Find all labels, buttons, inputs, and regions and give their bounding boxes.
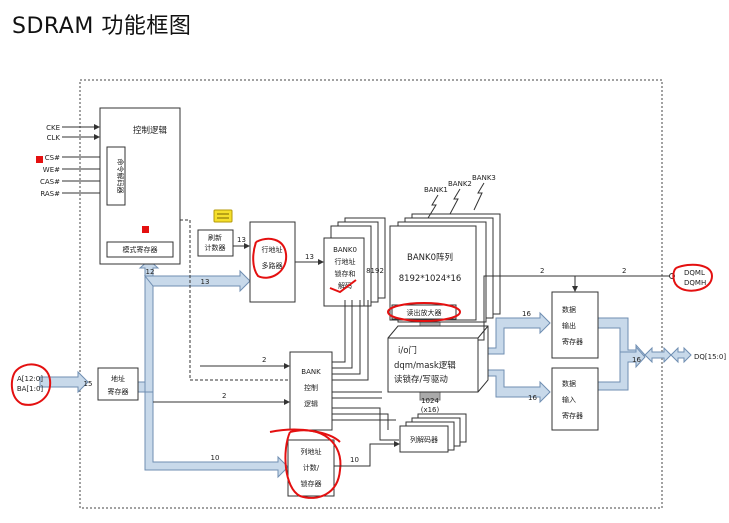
dqm-path: 2 2 DQML DQMH DQ[15:0]	[478, 263, 726, 361]
mode-register-label: 模式寄存器	[123, 245, 158, 254]
bus-width-8192: 8192	[366, 267, 384, 275]
row-mux-block: 行地址 多路器 13 13	[201, 221, 324, 303]
row-dec-label-2: 行地址	[335, 257, 356, 266]
bus-width-ctrl: 12	[146, 268, 155, 276]
bus-width-data-out: 16	[522, 310, 531, 318]
address-register-label-2: 寄存器	[108, 387, 129, 396]
refresh-counter-label-2: 计数器	[205, 243, 226, 252]
row-dec-label-1: BANK0	[333, 246, 357, 254]
bank1-label: BANK1	[424, 186, 448, 194]
chip-boundary	[79, 79, 663, 509]
bank2-label: BANK2	[448, 180, 472, 188]
bank-array-label: BANK0阵列	[407, 252, 453, 263]
bus-width-bank-a: 2	[262, 356, 266, 364]
note-icon	[213, 209, 233, 223]
column-decoder-block: 列解码器	[399, 413, 467, 453]
pin-cke: CKE	[46, 124, 60, 132]
column-latch-block: 列地址 计数/ 锁存器 10 10	[211, 429, 400, 499]
bank-array-block: BANK0阵列 8192*1024*16 读出放大器 16384 BANK1 B…	[387, 174, 501, 335]
column-latch-label-2: 计数/	[303, 463, 320, 472]
bus-width-dqm-a: 2	[540, 267, 544, 275]
data-out-label-1: 数据	[562, 305, 576, 314]
control-logic-label: 控制逻辑	[133, 125, 168, 136]
bus-width-addr: 15	[84, 380, 93, 388]
wide-buses	[39, 259, 692, 479]
bus-width-bank-b: 2	[222, 392, 226, 400]
page-title: SDRAM 功能框图	[12, 14, 192, 39]
bank-control-block: BANK 控制 逻辑 2 2	[153, 300, 399, 443]
io-gate-label-1: i/o门	[398, 345, 417, 356]
annotation-tick	[329, 279, 357, 294]
sense-amp-label: 读出放大器	[407, 308, 442, 317]
address-register-label-1: 地址	[111, 374, 125, 383]
row-mux-label-1: 行地址	[262, 245, 283, 254]
bank-row-decoder-block: BANK0 行地址 锁存和 解码 8192	[323, 217, 386, 307]
row-dec-label-4: 解码	[338, 281, 352, 290]
pin-clk: CLK	[47, 134, 61, 142]
bus-width-col-latch: 10	[350, 456, 359, 464]
addr-signal-a: A[12:0]	[17, 375, 43, 383]
pin-ras: RAS#	[40, 190, 60, 198]
data-in-label-1: 数据	[562, 379, 576, 388]
column-latch-label-3: 锁存器	[301, 479, 322, 488]
data-output-register-block: 数据 输出 寄存器 16	[522, 291, 599, 359]
dqm-signal-l: DQML	[684, 269, 705, 277]
io-gate-block: i/o门 dqm/mask逻辑 读锁存/写驱动 1024 (x16)	[387, 325, 489, 414]
refresh-counter-block: 刷新 计数器 13	[180, 209, 290, 381]
bank-control-label-1: BANK	[301, 368, 321, 376]
data-in-label-3: 寄存器	[562, 411, 583, 420]
pin-we: WE#	[43, 166, 60, 174]
column-latch-label-1: 列地址	[301, 447, 322, 456]
dqm-signal-h: DQMH	[684, 279, 706, 287]
bus-width-x16: (x16)	[421, 406, 440, 414]
refresh-counter-label-1: 刷新	[208, 233, 222, 242]
data-out-label-3: 寄存器	[562, 337, 583, 346]
data-in-label-2: 输入	[562, 395, 576, 404]
bus-width-dq: 16	[632, 356, 641, 364]
annotation-circle	[387, 302, 461, 322]
bus-width-1024: 1024	[421, 397, 439, 405]
bus-width-col-addr: 10	[211, 454, 220, 462]
command-decoder-label: 命令解码器	[116, 159, 125, 194]
column-decoder-label: 列解码器	[410, 435, 438, 444]
bus-width-data-in: 16	[528, 394, 537, 402]
annotation-circle	[10, 363, 52, 406]
bus-width-refresh: 13	[237, 236, 246, 244]
annotation-circle	[672, 263, 714, 292]
annotation-marker	[36, 156, 43, 163]
io-gate-label-2: dqm/mask逻辑	[394, 360, 456, 371]
bus-width-row-bank: 13	[305, 253, 314, 261]
control-logic-block: 控制逻辑 命令解码器 模式寄存器 12	[99, 107, 181, 276]
bank-control-label-3: 逻辑	[304, 399, 318, 408]
pin-cs: CS#	[45, 154, 60, 162]
dq-signal: DQ[15:0]	[694, 353, 726, 361]
data-out-label-2: 输出	[562, 321, 576, 330]
io-gate-label-3: 读锁存/写驱动	[394, 374, 448, 385]
bus-width-row-mux: 13	[201, 278, 210, 286]
annotation-circle	[252, 237, 288, 279]
bank-array-size: 8192*1024*16	[399, 274, 462, 284]
annotation-circle	[284, 429, 342, 499]
row-dec-label-3: 锁存和	[335, 269, 356, 278]
data-input-register-block: 数据 输入 寄存器 16 16	[528, 356, 641, 431]
bank3-label: BANK3	[472, 174, 496, 182]
bank-control-label-2: 控制	[304, 383, 318, 392]
addr-signal-ba: BA[1:0]	[17, 385, 44, 393]
bus-width-dqm-b: 2	[622, 267, 626, 275]
address-register-block: 地址 寄存器 15 A[12:0] BA[1:0]	[10, 363, 139, 406]
row-mux-label-2: 多路器	[262, 261, 283, 270]
pin-cas: CAS#	[40, 178, 60, 186]
control-pins: CKE CLK CS# WE# CAS# RAS#	[36, 124, 107, 198]
